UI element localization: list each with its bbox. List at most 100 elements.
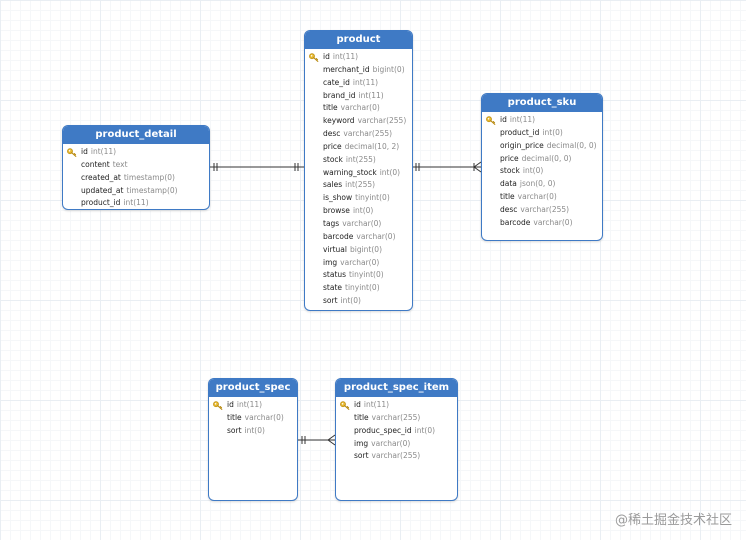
field-type: int(11) [352, 77, 379, 87]
field-type: int(0) [340, 296, 361, 306]
field-name: data [500, 179, 517, 189]
field-name: stock [323, 154, 343, 164]
field-type: bigint(0) [349, 244, 382, 254]
field-name: price [323, 141, 342, 151]
field-name: title [500, 192, 515, 202]
field-name: cate_id [323, 77, 350, 87]
relation-detail-product [210, 163, 304, 171]
field-name: barcode [500, 217, 531, 227]
table-title: product_spec [209, 379, 297, 397]
field-type: int(0) [379, 167, 401, 177]
field-type: tinyint(0) [349, 270, 384, 280]
field-type: int(11) [509, 115, 536, 124]
field-name: browse [323, 206, 350, 216]
field-type: int(0) [352, 206, 374, 216]
field-name: product_id [500, 127, 540, 137]
field-name: origin_price [500, 140, 544, 150]
field-name: virtual [323, 244, 347, 254]
field-name: updated_at [81, 185, 124, 195]
primary-key-icon [67, 148, 77, 157]
field-name: state [323, 283, 342, 293]
field-type: varchar(0) [371, 438, 411, 448]
field-type: int(255) [345, 154, 376, 164]
field-type: varchar(255) [357, 116, 407, 126]
field-name: content [81, 159, 110, 169]
watermark: @稀土掘金技术社区 [614, 513, 732, 528]
field-type: bigint(0) [372, 64, 405, 74]
field-name: keyword [323, 116, 355, 126]
field-type: timestamp(0) [123, 172, 175, 182]
field-type: decimal(0, 0) [521, 153, 572, 163]
field-name: desc [323, 129, 341, 139]
field-name: sort [354, 451, 369, 461]
field-type: int(0) [414, 425, 436, 435]
field-type: varchar(0) [517, 192, 557, 202]
field-name: product_id [81, 198, 121, 208]
field-type: varchar(0) [244, 412, 284, 422]
field-type: tinyint(0) [355, 193, 390, 203]
field-type: int(11) [90, 147, 117, 156]
field-name: is_show [323, 193, 353, 203]
field-name: img [354, 438, 369, 448]
table-title: product_sku [482, 94, 602, 112]
field-type: int(11) [236, 400, 263, 409]
field-name: sort [227, 425, 242, 435]
field-type: int(0) [522, 166, 544, 176]
primary-key-icon [213, 401, 223, 410]
field-name: price [500, 153, 519, 163]
field-name: sales [323, 180, 343, 190]
